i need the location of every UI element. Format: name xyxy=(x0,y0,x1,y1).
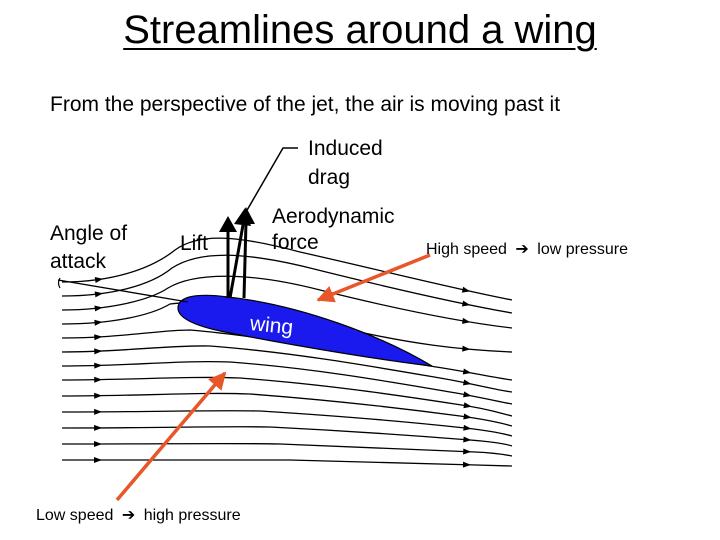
streamline-arrowhead xyxy=(94,362,103,369)
streamline xyxy=(61,254,513,314)
low-speed-text: Low speed xyxy=(36,507,113,524)
streamline xyxy=(61,442,513,457)
wing-label: wing xyxy=(248,312,294,339)
arrow-glyph-1: ➔ xyxy=(515,241,528,258)
lift-label: Lift xyxy=(180,232,208,255)
streamline-arrowhead xyxy=(94,334,103,341)
streamline-arrowhead xyxy=(463,436,472,443)
streamline-arrowhead xyxy=(462,368,472,375)
streamline-arrowhead xyxy=(463,413,472,420)
streamline-arrowhead xyxy=(463,448,472,455)
lift-arrow xyxy=(219,216,237,298)
streamline-arrowhead xyxy=(94,392,103,399)
induced-drag-arrow xyxy=(237,207,255,299)
angle-arc xyxy=(57,277,61,289)
induced-drag-label-line1: Induced xyxy=(308,137,383,160)
slide-subtitle: From the perspective of the jet, the air… xyxy=(50,93,561,116)
streamline xyxy=(61,345,513,393)
streamline-arrowhead xyxy=(94,424,103,431)
streamline-arrowhead xyxy=(94,408,103,415)
streamline xyxy=(61,376,513,417)
wing-airfoil xyxy=(177,294,433,367)
streamline-arrowhead xyxy=(463,391,472,398)
streamline-arrowhead xyxy=(94,319,103,326)
high-speed-callout: High speed ➔ low pressure xyxy=(426,241,628,258)
induced-drag-label-line2: drag xyxy=(308,166,350,189)
streamline-arrowhead xyxy=(463,402,472,409)
streamline-arrowhead xyxy=(461,300,471,307)
streamline-arrowhead xyxy=(94,305,103,312)
high-speed-callout-arrow xyxy=(316,253,431,303)
streamline-arrowhead xyxy=(94,348,103,355)
streamline xyxy=(61,392,513,427)
streamline-arrowhead xyxy=(94,376,103,383)
streamline-arrowhead xyxy=(94,291,103,298)
streamline-arrowhead xyxy=(463,424,472,431)
streamlines xyxy=(61,237,513,468)
streamline xyxy=(61,459,513,467)
streamline-arrowhead xyxy=(462,379,472,386)
low-speed-callout: Low speed ➔ high pressure xyxy=(36,507,241,524)
slide-title: Streamlines around a wing xyxy=(123,8,597,52)
streamline xyxy=(61,410,513,437)
high-pressure-text: high pressure xyxy=(144,507,241,524)
streamline-arrowhead xyxy=(461,317,471,324)
aerodynamic-force-label-line1: Aerodynamic xyxy=(272,205,395,228)
aerodynamic-force-label-line2: force xyxy=(272,231,319,254)
streamline-arrowhead xyxy=(94,277,104,283)
angle-of-attack-label-line2: attack xyxy=(50,250,107,273)
arrow-glyph-2: ➔ xyxy=(122,507,135,524)
high-speed-text: High speed xyxy=(426,241,507,258)
streamline-arrowhead xyxy=(94,457,103,463)
low-speed-callout-arrow xyxy=(115,371,227,502)
streamline-arrowhead xyxy=(461,286,471,293)
chord-reference-line xyxy=(57,279,189,303)
streamline xyxy=(61,426,513,447)
streamline-arrowhead xyxy=(462,345,471,352)
low-pressure-text: low pressure xyxy=(537,241,628,258)
streamline-arrowhead xyxy=(462,461,472,468)
angle-of-attack-label-line1: Angle of xyxy=(50,222,127,245)
streamline xyxy=(61,275,513,329)
streamline-arrowhead xyxy=(94,440,103,447)
induced-drag-leader xyxy=(245,147,298,213)
